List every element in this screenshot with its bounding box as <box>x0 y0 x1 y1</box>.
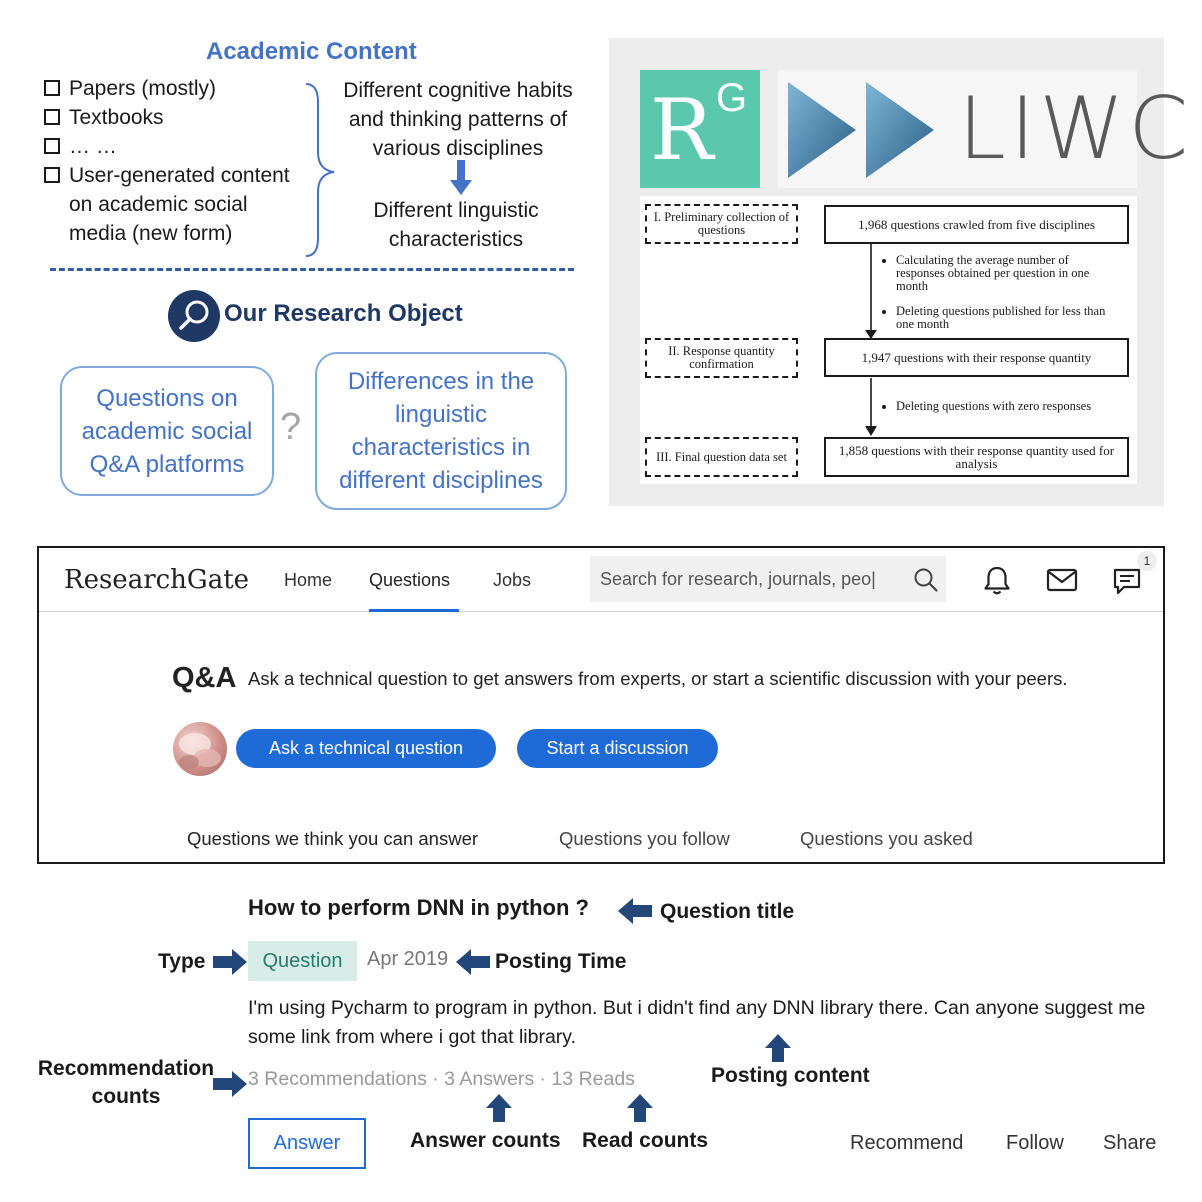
up-arrow-icon <box>627 1094 653 1122</box>
follow-button[interactable]: Follow <box>1006 1132 1064 1154</box>
note-delete-zero: Deleting questions with zero responses <box>896 400 1138 413</box>
research-object-label: Our Research Object <box>224 300 463 327</box>
researchgate-logo <box>640 70 760 188</box>
source-item-ellipsis: … … <box>44 132 290 161</box>
annotation-posting-time: Posting Time <box>495 950 627 973</box>
qa-subtitle: Ask a technical question to get answers … <box>248 668 1068 689</box>
nav-divider <box>39 611 1163 612</box>
source-item-ugc: User-generated content <box>44 161 290 190</box>
up-arrow-icon <box>765 1034 791 1062</box>
annotation-answer-counts: Answer counts <box>410 1129 561 1152</box>
user-avatar[interactable] <box>173 722 227 776</box>
source-item-papers: Papers (mostly) <box>44 74 290 103</box>
ask-question-button[interactable]: Ask a technical question <box>236 729 496 768</box>
nav-questions[interactable]: Questions <box>369 570 451 590</box>
share-button[interactable]: Share <box>1103 1132 1157 1154</box>
left-arrow-icon <box>618 898 652 924</box>
tab-you-follow[interactable]: Questions you follow <box>559 828 730 849</box>
answer-button[interactable]: Answer <box>248 1118 366 1169</box>
curly-brace-icon <box>305 83 335 257</box>
checkbox-icon <box>44 167 60 183</box>
nav-jobs[interactable]: Jobs <box>493 570 532 590</box>
question-stats: 3 Recommendations · 3 Answers · 13 Reads <box>248 1068 635 1090</box>
type-badge: Question <box>248 941 357 981</box>
search-input[interactable]: Search for research, journals, peo| <box>590 556 946 602</box>
tab-can-answer[interactable]: Questions we think you can answer <box>187 828 479 849</box>
question-mark-icon: ? <box>280 406 302 448</box>
linguistic-differences-box: Differences in the linguistic characteri… <box>315 352 567 510</box>
checkbox-icon <box>44 109 60 125</box>
liwc-chevron-icon <box>788 82 934 178</box>
source-item-ugc-line3: media (new form) <box>69 222 233 245</box>
flow-box-1947: 1,947 questions with their response quan… <box>824 338 1129 377</box>
checkbox-icon <box>44 138 60 154</box>
message-badge: 1 <box>1137 551 1157 571</box>
stage-1-label: I. Preliminary collection of questions <box>645 204 798 244</box>
note-average-responses: Calculating the average number of respon… <box>896 254 1120 293</box>
qa-title: Q&A <box>172 662 237 694</box>
flowchart <box>640 196 1137 484</box>
annotation-type: Type <box>158 950 206 973</box>
annotation-read-counts: Read counts <box>582 1129 709 1152</box>
nav-home[interactable]: Home <box>284 570 333 590</box>
left-arrow-icon <box>456 949 490 975</box>
flow-box-1858: 1,858 questions with their response quan… <box>824 437 1129 477</box>
mail-icon[interactable] <box>1046 566 1078 594</box>
flow-notes-2: Deleting questions with zero responses <box>878 400 1138 413</box>
start-discussion-button[interactable]: Start a discussion <box>517 729 718 768</box>
cognitive-habits-text: Different cognitive habits and thinking … <box>343 79 573 160</box>
search-icon[interactable] <box>913 567 939 593</box>
tab-you-asked[interactable]: Questions you asked <box>800 828 973 849</box>
section-divider <box>50 268 574 271</box>
flow-notes-1: Calculating the average number of respon… <box>878 254 1120 331</box>
posting-content: I'm using Pycharm to program in python. … <box>248 997 1146 1048</box>
liwc-wordmark: LIWC <box>958 79 1193 179</box>
stage-3-label: III. Final question data set <box>645 437 798 477</box>
message-icon[interactable] <box>1112 566 1142 596</box>
nav-active-indicator <box>369 609 459 612</box>
content-source-list: Papers (mostly) Textbooks … … User-gener… <box>44 74 290 248</box>
flow-arrows <box>865 244 877 436</box>
academic-content-title: Academic Content <box>206 38 417 65</box>
source-item-ugc-line2: on academic social <box>69 193 248 216</box>
right-arrow-icon <box>213 949 247 975</box>
up-arrow-icon <box>486 1094 512 1122</box>
down-arrow-icon <box>450 160 472 195</box>
magnifier-icon <box>168 290 220 342</box>
researchgate-brand[interactable]: ResearchGate <box>64 565 250 595</box>
right-arrow-icon <box>213 1071 247 1097</box>
annotation-question-title: Question title <box>660 900 795 923</box>
liwc-logo <box>778 70 1137 188</box>
annotation-posting-content: Posting content <box>711 1064 870 1087</box>
posting-time: Apr 2019 <box>367 948 449 970</box>
bell-icon[interactable] <box>982 565 1012 597</box>
linguistic-characteristics-text: Different linguistic characteristics <box>373 199 539 251</box>
researchgate-logo-g: G <box>716 76 748 120</box>
researchgate-logo-r: R <box>650 81 714 179</box>
question-title[interactable]: How to perform DNN in python ? <box>248 895 589 920</box>
flow-box-1968: 1,968 questions crawled from five discip… <box>824 205 1129 244</box>
questions-platform-box: Questions on academic social Q&A platfor… <box>60 366 274 496</box>
stage-2-label: II. Response quantity confirmation <box>645 338 798 378</box>
annotation-recommendation: Recommendation counts <box>37 1057 215 1108</box>
note-delete-recent: Deleting questions published for less th… <box>896 305 1120 331</box>
recommend-button[interactable]: Recommend <box>850 1132 964 1154</box>
checkbox-icon <box>44 80 60 96</box>
source-item-textbooks: Textbooks <box>44 103 290 132</box>
